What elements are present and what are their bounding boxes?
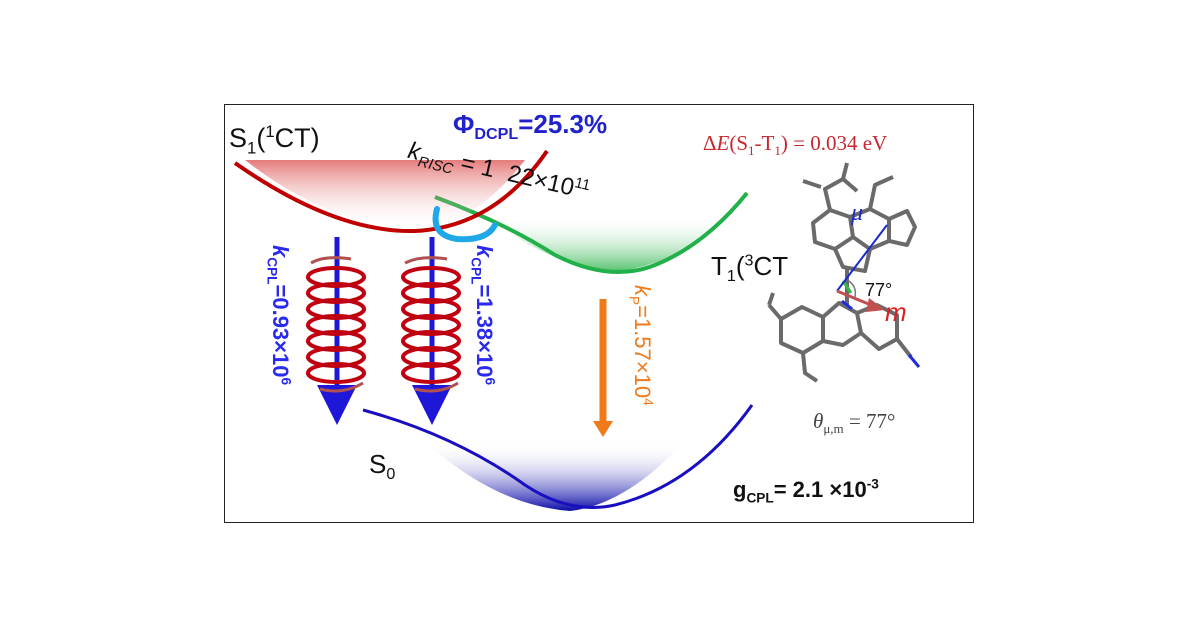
t1-main: T <box>711 251 727 281</box>
kp-value: =1.57×10 <box>630 305 655 399</box>
s1-open: ( <box>256 123 266 153</box>
kp-exp: 4 <box>640 398 656 406</box>
s1-tail: CT) <box>274 123 320 153</box>
t1-tail: CT <box>753 251 789 281</box>
kcpl-left-value: =0.93×10 <box>268 284 293 378</box>
s0-label: S0 <box>369 449 395 482</box>
m-label: m <box>885 297 907 327</box>
angle-label: 77° <box>865 280 893 300</box>
t1-sub: 1 <box>726 267 736 286</box>
theta-sub: μ,m <box>823 421 844 437</box>
kcpl-right-value: =1.38×10 <box>472 284 497 378</box>
s0-sub: 0 <box>386 465 396 484</box>
s1-well-fill <box>245 160 525 231</box>
kcpl-right-label: kCPL=1.38×106 <box>469 245 498 386</box>
gcpl-value: = 2.1 ×10 <box>773 477 867 502</box>
cpl-helix-left <box>306 256 366 393</box>
molecule-n-atoms <box>841 299 921 368</box>
gcpl-exp: -3 <box>866 476 879 492</box>
t1-sup: 3 <box>744 251 754 270</box>
kcpl-right-exp: 6 <box>482 377 498 386</box>
phi-symbol: Φ <box>453 109 475 139</box>
molecule-structure <box>767 162 917 383</box>
theta-label: θμ,m = 77° <box>813 409 896 436</box>
mu-vector <box>836 224 888 292</box>
gcpl-sub: CPL <box>746 490 774 506</box>
s0-curve <box>362 404 754 509</box>
kp-label: kP=1.57×104 <box>627 285 656 406</box>
cpl-helix-right <box>401 256 461 393</box>
theta-symbol: θ <box>813 409 824 433</box>
kcpl-right-sub: CPL <box>468 257 484 285</box>
theta-value: = 77° <box>843 409 896 433</box>
gcpl-label: gCPL= 2.1 ×10-3 <box>733 476 879 504</box>
s1-sub: 1 <box>247 138 257 158</box>
s0-well-fill <box>427 443 683 511</box>
m-vector <box>836 289 872 307</box>
delta-symbol: Δ <box>703 131 717 155</box>
t1-open: ( <box>735 251 745 281</box>
kp-k: k <box>630 285 655 296</box>
kp-sub: P <box>626 296 642 306</box>
mu-label: μ <box>851 200 864 226</box>
m-vector-head <box>866 298 885 312</box>
kcpl-left-exp: 6 <box>278 377 294 386</box>
s0-main: S <box>369 449 387 479</box>
t1-label: T1(3CT <box>711 251 789 284</box>
kcpl-right-k: k <box>472 245 497 258</box>
energy-e: E <box>716 131 730 155</box>
angle-arc <box>848 280 857 298</box>
s1-curve <box>233 149 549 234</box>
energy-mid: -T <box>754 131 775 155</box>
kp-arrow-head <box>593 421 613 437</box>
phi-value: =25.3% <box>518 109 608 139</box>
energy-open: (S <box>729 131 749 155</box>
molecule-linker-bond <box>841 280 853 294</box>
energy-gap-label: ΔE(S1-T1) = 0.034 eV <box>703 131 888 158</box>
risc-arrow <box>432 206 498 243</box>
s1-label: S1(1CT) <box>229 122 320 156</box>
kcpl-left-k: k <box>268 245 293 258</box>
kcpl-left-label: kCPL=0.93×106 <box>265 245 294 386</box>
s1-sup: 1 <box>265 122 275 141</box>
energy-t1-sub: 1 <box>774 143 781 159</box>
energy-s1-sub: 1 <box>748 143 755 159</box>
quantum-yield-label: ΦDCPL=25.3% <box>453 109 608 142</box>
gcpl-g: g <box>733 477 747 502</box>
phi-sub: DCPL <box>474 125 519 144</box>
t1-well-fill <box>487 215 725 271</box>
s1-main: S <box>229 123 248 153</box>
energy-close: ) = 0.034 eV <box>780 131 888 155</box>
diagram-canvas <box>233 149 921 511</box>
kcpl-left-sub: CPL <box>264 257 280 285</box>
